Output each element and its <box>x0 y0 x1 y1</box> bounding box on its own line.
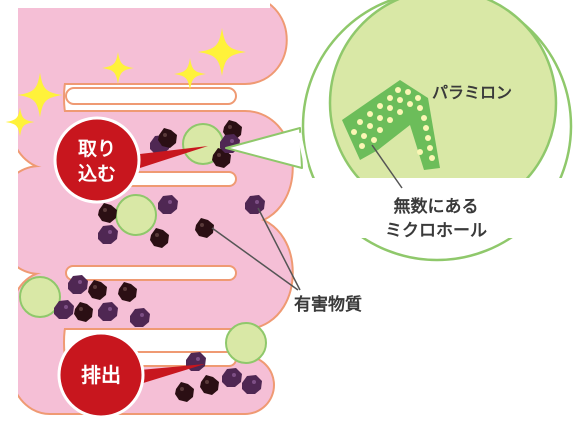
excrete-badge: 排出 <box>57 331 205 419</box>
paramylon-circle <box>115 194 157 236</box>
take-in-badge: 取り 込む <box>53 116 208 204</box>
micro-holes-label-line1: 無数にある <box>394 196 479 217</box>
magnified-callout: パラミロン 無数にある ミクロホール <box>225 0 588 262</box>
micro-hole-region <box>342 80 440 170</box>
take-in-label-line2: 込む <box>78 163 116 185</box>
paramylon-circle <box>19 276 61 318</box>
paramylon-label: パラミロン <box>432 83 512 102</box>
take-in-label-line1: 取り <box>78 138 116 160</box>
micro-hole-dots <box>351 87 435 161</box>
paramylon-circle <box>225 322 267 364</box>
excrete-label: 排出 <box>81 363 121 387</box>
paramylon-particles <box>19 123 267 364</box>
harmful-substances-label: 有害物質 <box>294 294 362 315</box>
harmful-pointer-lines <box>211 207 301 291</box>
micro-hole-pointer <box>371 144 403 189</box>
micro-holes-label-line2: ミクロホール <box>385 221 487 241</box>
